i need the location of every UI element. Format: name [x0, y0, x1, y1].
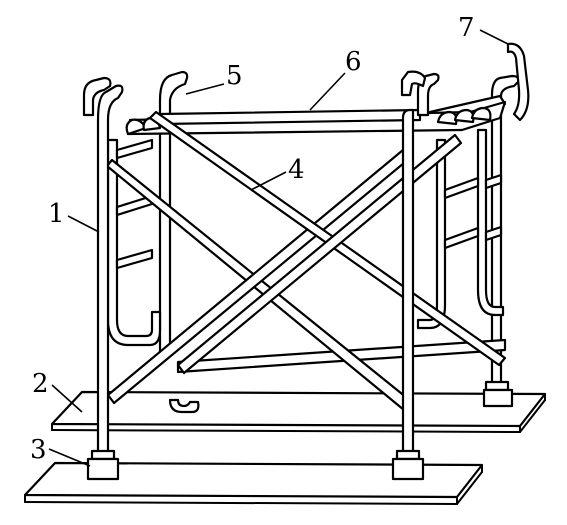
- right-side-frame: [416, 128, 505, 330]
- leader-2: [51, 384, 83, 413]
- callout-label-6: 6: [345, 47, 362, 77]
- leader-6: [309, 72, 346, 111]
- front-frame: [86, 72, 440, 481]
- leader-3: [48, 448, 91, 467]
- callout-label-1: 1: [48, 199, 65, 229]
- base-plank-back: [50, 390, 547, 433]
- callout-label-5: 5: [226, 61, 243, 91]
- leader-1: [67, 215, 100, 233]
- callout-label-4: 4: [288, 155, 305, 185]
- callout-label-7: 7: [458, 13, 475, 43]
- leader-4: [250, 171, 287, 191]
- leader-7: [479, 29, 509, 45]
- frame-hooks: [82, 42, 530, 122]
- callout-label-3: 3: [30, 435, 47, 465]
- callout-label-2: 2: [32, 369, 49, 399]
- base-plank-front: [23, 461, 484, 505]
- callouts: 1 2 3 4 5 6 7: [30, 13, 509, 467]
- cross-braces: [105, 110, 507, 412]
- leader-5: [185, 83, 225, 95]
